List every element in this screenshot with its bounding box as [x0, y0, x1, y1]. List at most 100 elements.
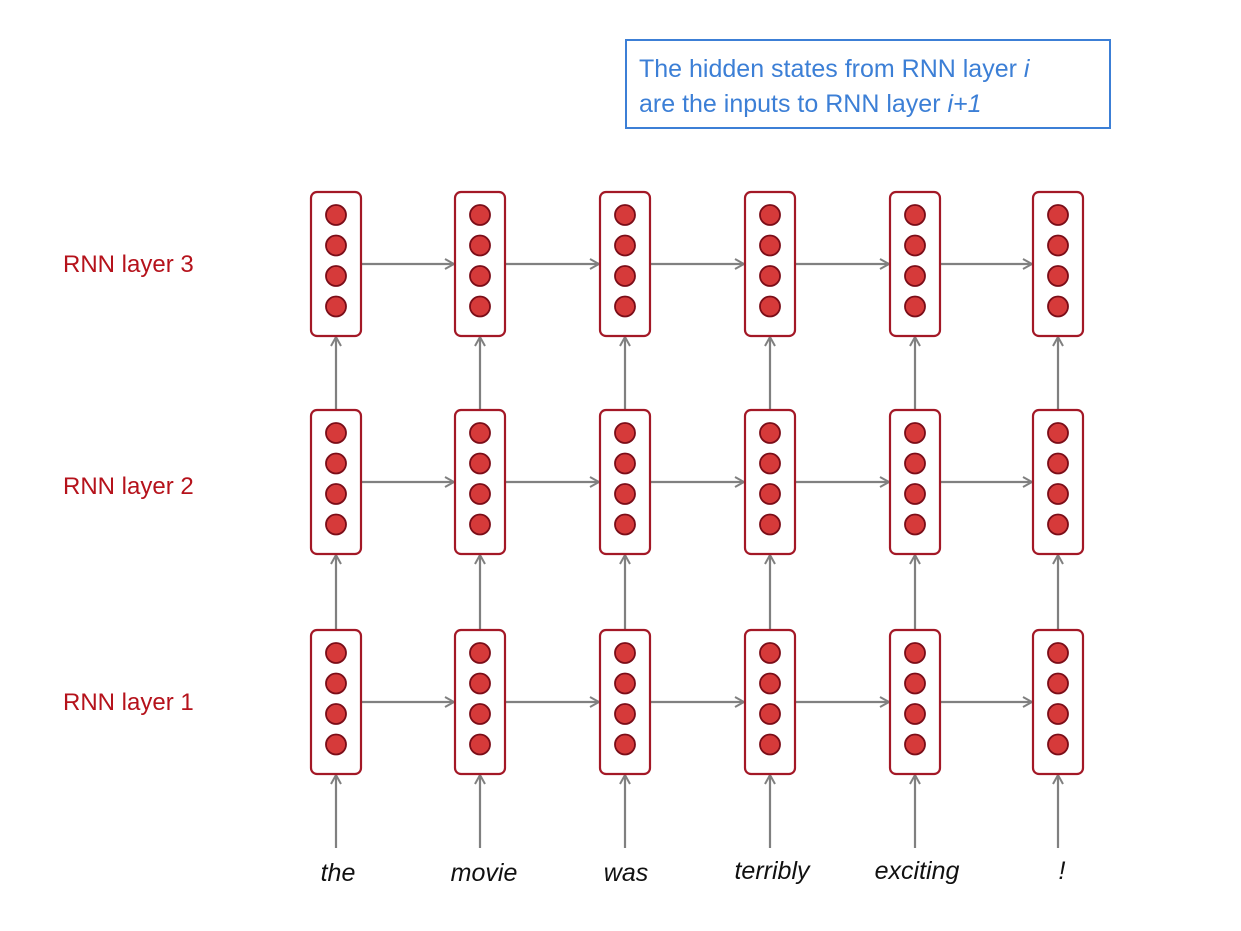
cell-box [309, 190, 363, 338]
hidden-unit [325, 483, 347, 505]
hidden-unit [904, 733, 926, 756]
hidden-unit [1047, 204, 1069, 226]
cell-box [1031, 190, 1085, 338]
hidden-unit [614, 513, 636, 536]
cell-box [888, 408, 942, 556]
hidden-unit [325, 672, 347, 695]
hidden-unit [614, 234, 636, 257]
rnn-cell-layer1-t5 [888, 628, 942, 776]
rnn-cell-layer3-t6 [1031, 190, 1085, 338]
hidden-unit [469, 642, 491, 664]
cell-box [453, 628, 507, 776]
hidden-unit [325, 513, 347, 536]
hidden-unit [469, 295, 491, 318]
rnn-cell-layer3-t2 [453, 190, 507, 338]
cell-box [598, 408, 652, 556]
rnn-cells [309, 190, 1085, 776]
hidden-unit [904, 703, 926, 725]
hidden-unit [759, 483, 781, 505]
hidden-unit [759, 642, 781, 664]
rnn-cell-layer2-t3 [598, 408, 652, 556]
hidden-unit [469, 265, 491, 287]
hidden-unit [1047, 295, 1069, 318]
cell-box [743, 190, 797, 338]
cell-box [598, 628, 652, 776]
rnn-cell-layer3-t4 [743, 190, 797, 338]
connections [336, 264, 1058, 848]
rnn-cell-layer3-t5 [888, 190, 942, 338]
hidden-unit [904, 642, 926, 664]
hidden-unit [469, 204, 491, 226]
layer-label-1: RNN layer 1 [63, 689, 194, 716]
hidden-unit [325, 204, 347, 226]
word-exclaim: ! [1059, 857, 1066, 885]
layer-label-2: RNN layer 2 [63, 473, 194, 500]
hidden-unit [1047, 703, 1069, 725]
hidden-unit [759, 672, 781, 695]
hidden-unit [1047, 733, 1069, 756]
hidden-unit [759, 422, 781, 444]
hidden-unit [904, 204, 926, 226]
hidden-unit [1047, 513, 1069, 536]
hidden-unit [614, 703, 636, 725]
hidden-unit [614, 672, 636, 695]
rnn-cell-layer3-t1 [309, 190, 363, 338]
hidden-unit [325, 452, 347, 475]
word-exciting: exciting [875, 857, 960, 885]
hidden-unit [904, 295, 926, 318]
rnn-cell-layer1-t3 [598, 628, 652, 776]
hidden-unit [325, 265, 347, 287]
rnn-cell-layer1-t4 [743, 628, 797, 776]
hidden-unit [325, 642, 347, 664]
hidden-unit [1047, 422, 1069, 444]
hidden-unit [1047, 265, 1069, 287]
hidden-unit [469, 422, 491, 444]
hidden-unit [1047, 672, 1069, 695]
hidden-unit [904, 422, 926, 444]
word-movie: movie [451, 859, 518, 887]
rnn-cell-layer1-t6 [1031, 628, 1085, 776]
hidden-unit [325, 295, 347, 318]
hidden-unit [469, 513, 491, 536]
hidden-unit [759, 452, 781, 475]
cell-box [1031, 628, 1085, 776]
hidden-unit [469, 483, 491, 505]
cell-box [1031, 408, 1085, 556]
rnn-cell-layer2-t2 [453, 408, 507, 556]
hidden-unit [614, 452, 636, 475]
hidden-unit [614, 265, 636, 287]
rnn-cell-layer1-t2 [453, 628, 507, 776]
hidden-unit [759, 265, 781, 287]
hidden-unit [759, 295, 781, 318]
word-terribly: terribly [734, 857, 811, 885]
hidden-unit [759, 204, 781, 226]
hidden-unit [1047, 483, 1069, 505]
note-box: The hidden states from RNN layer i are t… [625, 39, 1111, 129]
rnn-cell-layer2-t5 [888, 408, 942, 556]
hidden-unit [904, 265, 926, 287]
cell-box [453, 408, 507, 556]
hidden-unit [614, 642, 636, 664]
hidden-unit [904, 513, 926, 536]
rnn-cell-layer1-t1 [309, 628, 363, 776]
hidden-unit [614, 733, 636, 756]
hidden-unit [759, 703, 781, 725]
cell-box [743, 628, 797, 776]
hidden-unit [325, 422, 347, 444]
hidden-unit [325, 234, 347, 257]
cell-box [888, 628, 942, 776]
hidden-unit [614, 422, 636, 444]
cell-box [888, 190, 942, 338]
hidden-unit [904, 234, 926, 257]
rnn-cell-layer2-t1 [309, 408, 363, 556]
hidden-unit [469, 733, 491, 756]
cell-box [309, 628, 363, 776]
hidden-unit [614, 483, 636, 505]
hidden-unit [759, 234, 781, 257]
hidden-unit [904, 672, 926, 695]
hidden-unit [614, 295, 636, 318]
hidden-unit [469, 672, 491, 695]
note-line-2: are the inputs to RNN layer i+1 [639, 90, 982, 118]
note-line-1: The hidden states from RNN layer i [639, 55, 1031, 83]
